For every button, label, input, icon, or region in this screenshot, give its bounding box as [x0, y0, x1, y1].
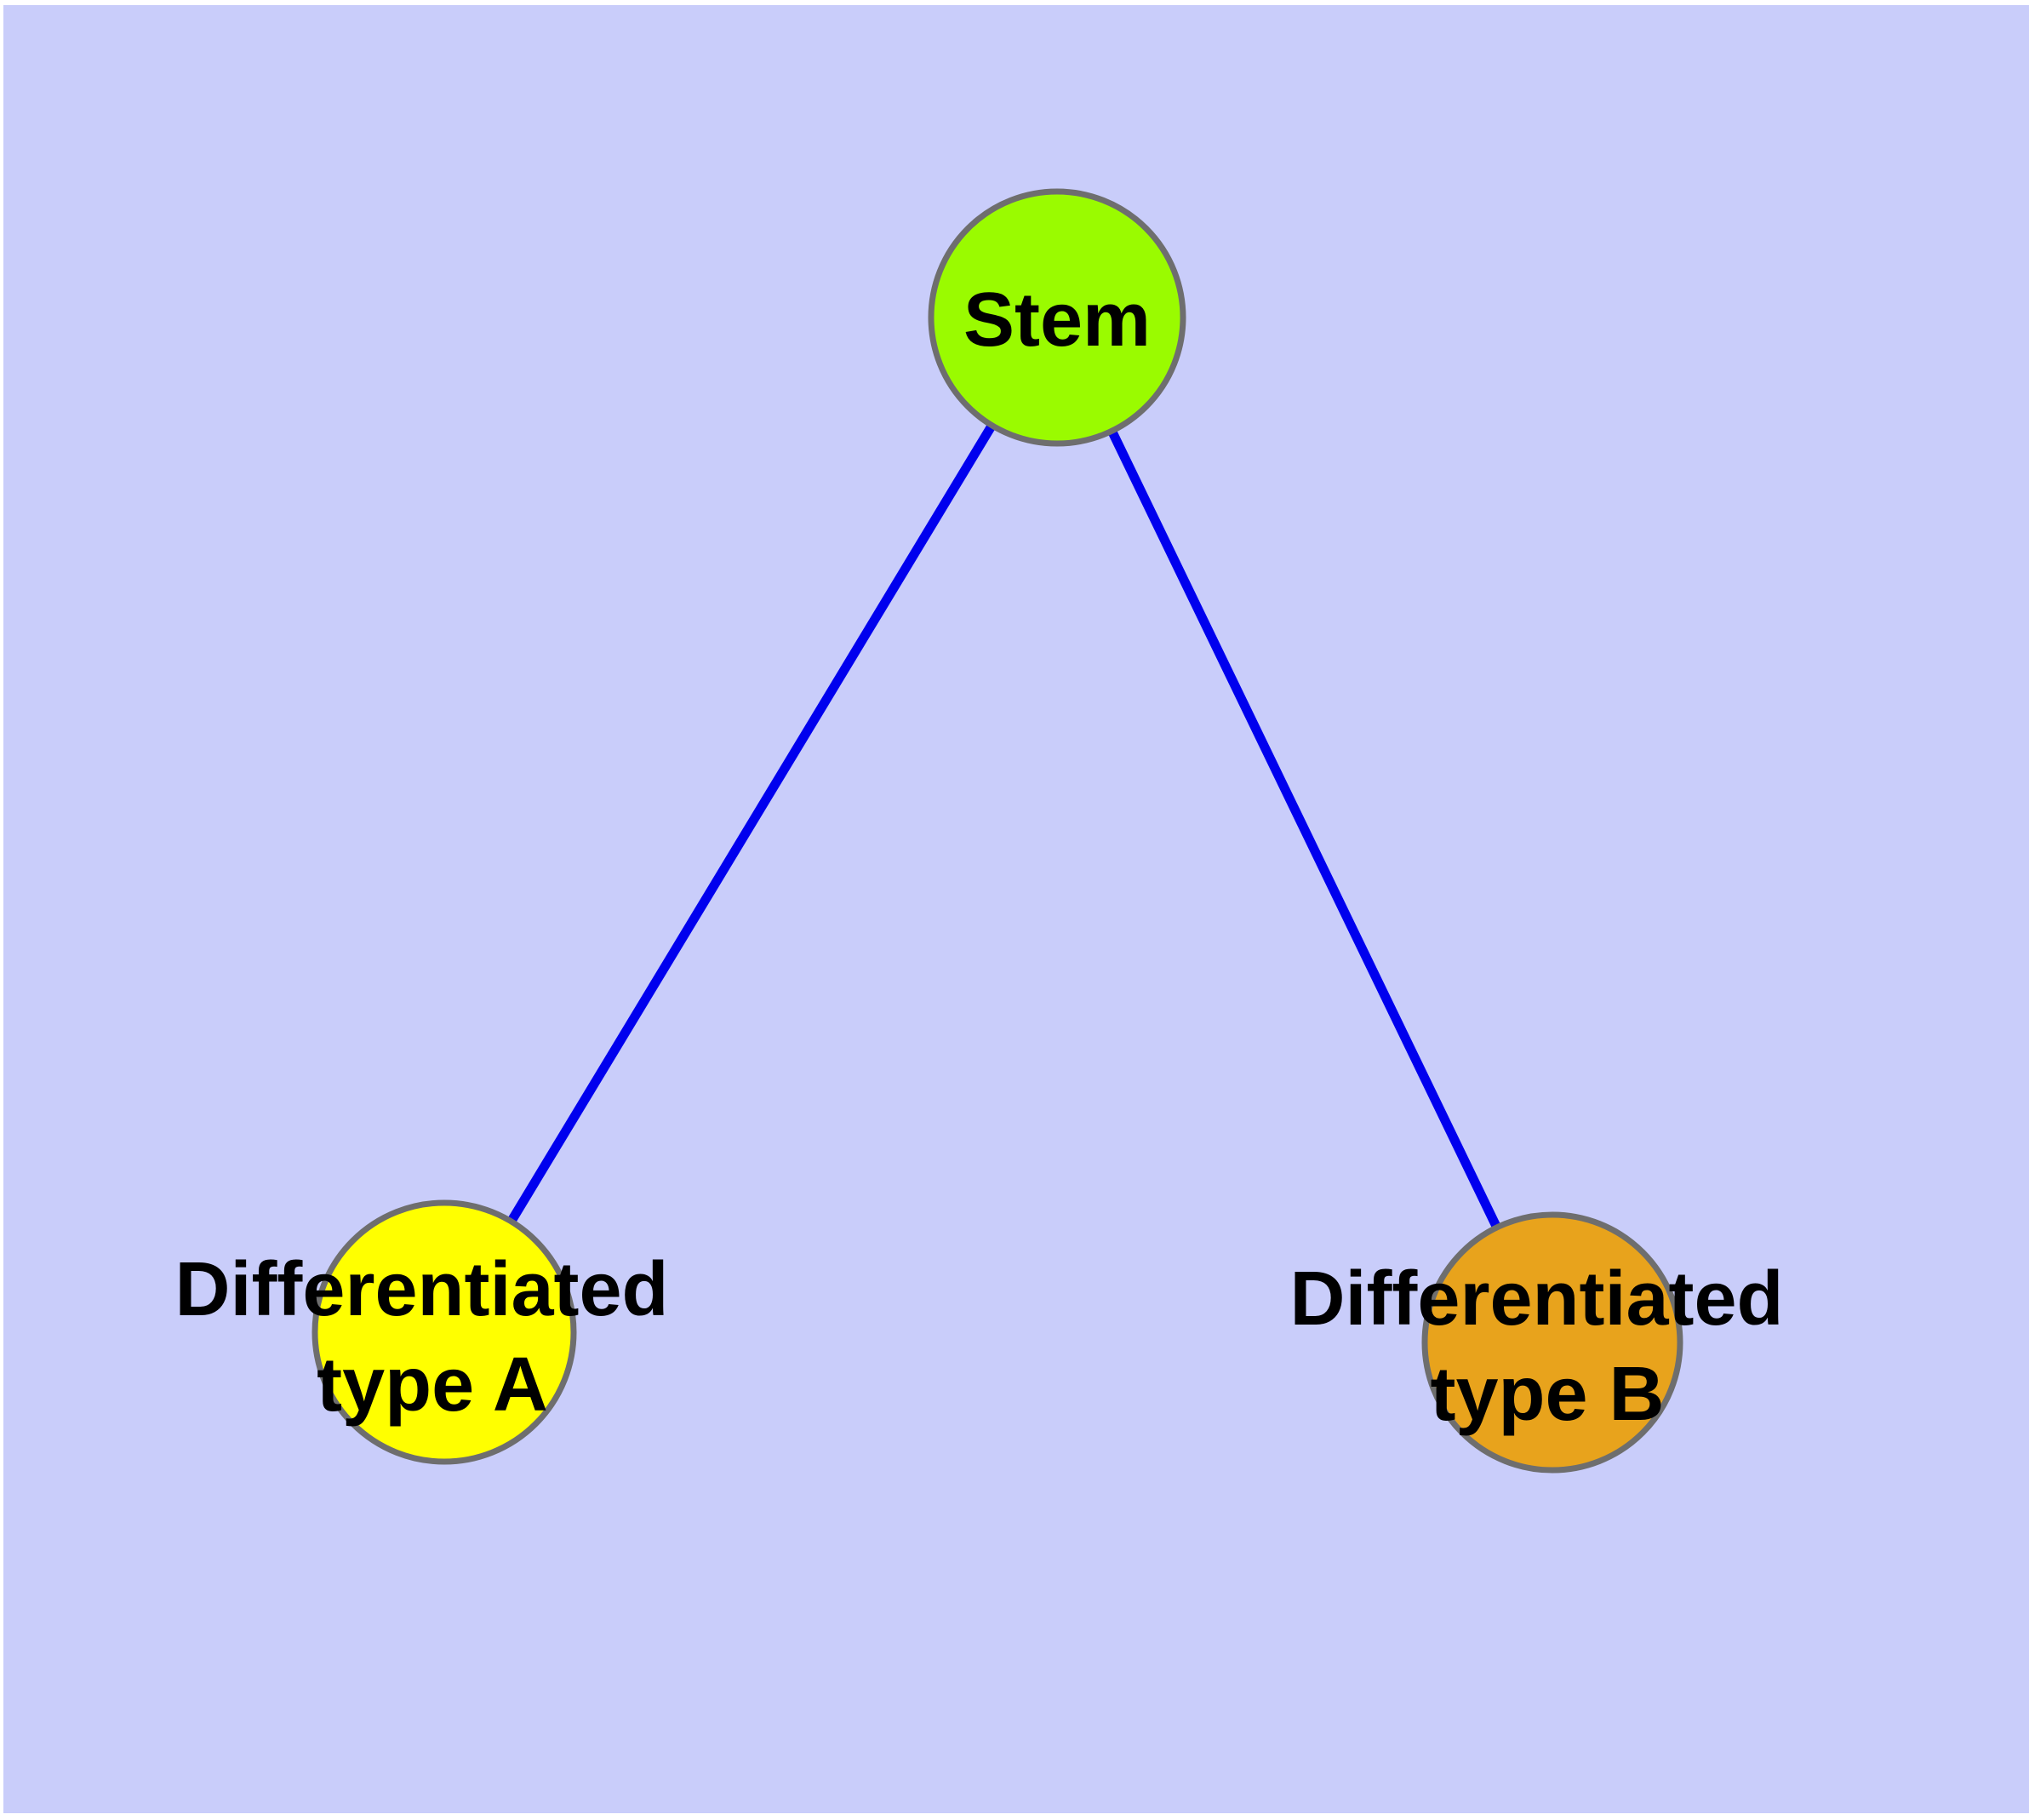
node-type-b-label-line2: type B [1430, 1352, 1664, 1437]
node-type-a-label-line2: type A [317, 1342, 548, 1428]
node-type-a-label: Differentiated type A [174, 1247, 689, 1428]
node-type-b-label-line1: Differentiated [1289, 1256, 1783, 1342]
node-stem [928, 188, 1186, 447]
node-type-b-label: Differentiated type B [1289, 1256, 1804, 1437]
node-type-a [311, 1199, 577, 1465]
node-type-b [1421, 1211, 1683, 1474]
edge-stem-to-type-b [1053, 315, 1557, 1345]
edge-stem-to-type-a [440, 315, 1061, 1335]
node-stem-label: Stem [963, 278, 1151, 363]
node-type-a-label-line1: Differentiated [174, 1247, 668, 1332]
